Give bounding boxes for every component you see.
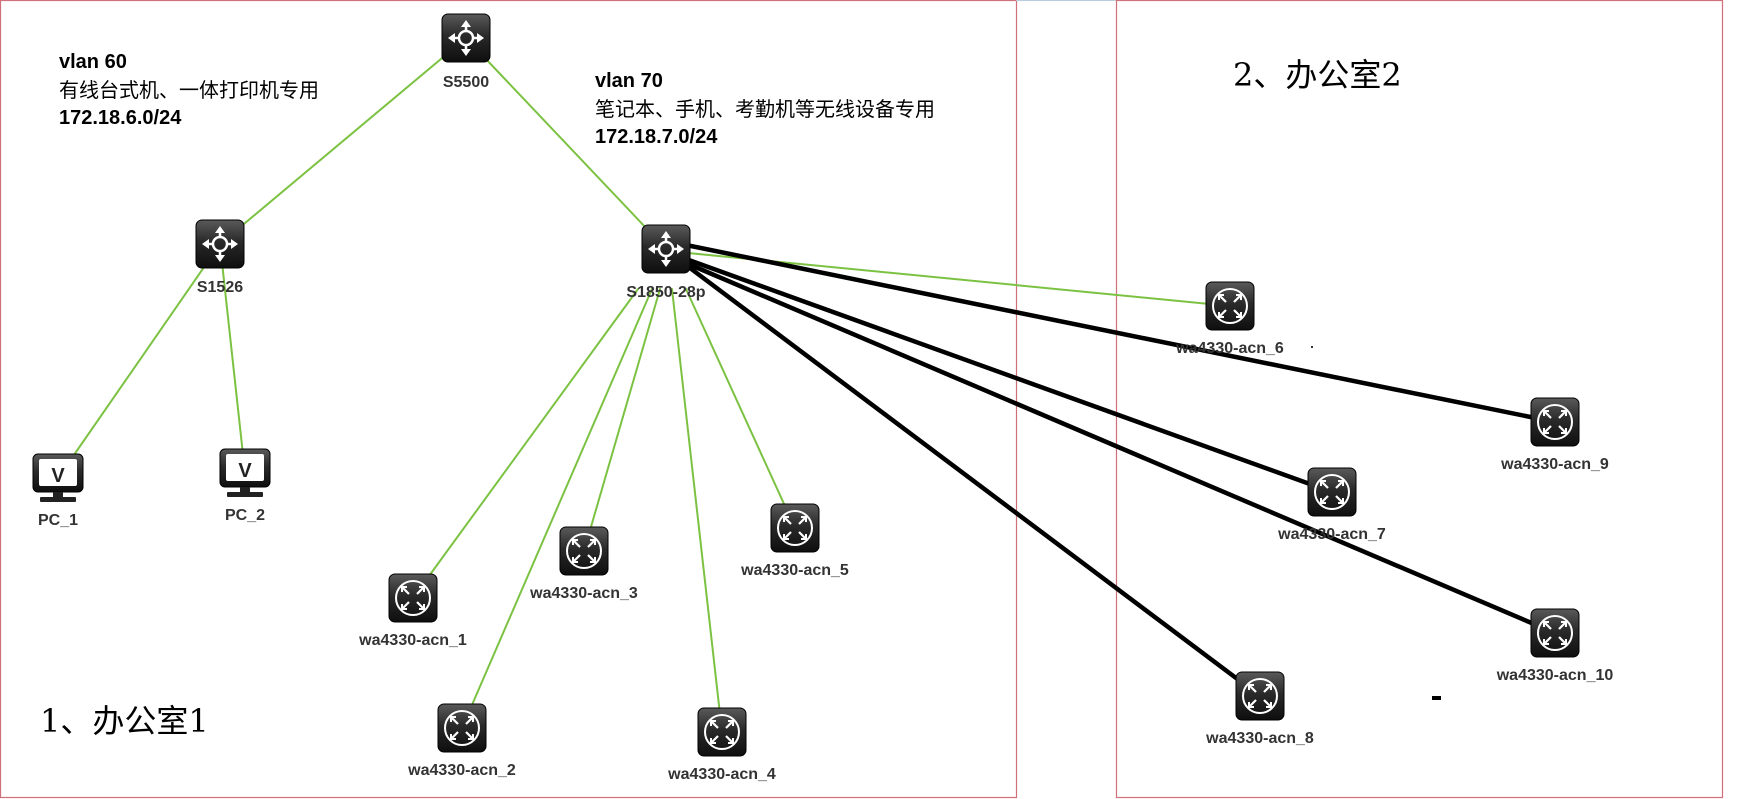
- node-ap5[interactable]: wa4330-acn_5: [740, 503, 849, 579]
- node-ap1[interactable]: wa4330-acn_1: [358, 573, 467, 649]
- link-s1850-ap5: [685, 288, 796, 529]
- access-point-icon: [388, 573, 438, 623]
- node-ap8[interactable]: wa4330-acn_8: [1205, 671, 1314, 747]
- node-s1850[interactable]: S1850-28p: [626, 224, 706, 301]
- node-ap4[interactable]: wa4330-acn_4: [667, 707, 776, 783]
- office2-title: 2、办公室2: [1233, 56, 1402, 94]
- switch-icon: [441, 13, 491, 63]
- pc-icon: V: [219, 448, 271, 497]
- access-point-icon: [1530, 608, 1580, 658]
- node-label: PC_2: [225, 507, 265, 524]
- node-s5500[interactable]: S5500: [441, 13, 491, 91]
- node-ap10[interactable]: wa4330-acn_10: [1496, 608, 1614, 684]
- node-label: wa4330-acn_10: [1496, 667, 1614, 684]
- link-s1850-ap4: [671, 288, 723, 733]
- access-point-icon: [1307, 467, 1357, 517]
- node-ap7[interactable]: wa4330-acn_7: [1277, 467, 1386, 543]
- svg-text:V: V: [238, 460, 252, 482]
- access-point-icon: [1530, 397, 1580, 447]
- link-s1850-ap8: [683, 262, 1263, 699]
- switch-icon: [641, 224, 691, 274]
- access-point-icon: [1205, 281, 1255, 331]
- vlan60-name: vlan 60: [59, 51, 127, 73]
- node-ap2[interactable]: wa4330-acn_2: [407, 703, 516, 779]
- link-s5500-s1526: [219, 37, 467, 245]
- link-s1850-ap9: [683, 242, 1558, 425]
- node-label: wa4330-acn_6: [1175, 340, 1284, 357]
- node-ap3[interactable]: wa4330-acn_3: [529, 526, 638, 602]
- node-label: wa4330-acn_8: [1205, 730, 1314, 747]
- access-point-icon: [770, 503, 820, 553]
- vlan70-name: vlan 70: [595, 70, 663, 92]
- small-dot-mark: [1311, 346, 1313, 348]
- node-label: wa4330-acn_7: [1277, 526, 1386, 543]
- node-pc1[interactable]: V PC_1: [32, 453, 84, 529]
- link-s1850-ap1: [412, 288, 639, 599]
- node-label: wa4330-acn_4: [667, 766, 776, 783]
- node-label: S1526: [197, 279, 243, 296]
- link-s1850-ap2: [461, 288, 653, 729]
- vlan70-subnet: 172.18.7.0/24: [595, 126, 718, 148]
- node-s1526[interactable]: S1526: [195, 219, 245, 296]
- link-s1850-ap10: [683, 260, 1558, 636]
- access-point-icon: [437, 703, 487, 753]
- node-label: wa4330-acn_2: [407, 762, 516, 779]
- link-s1526-pc2: [219, 243, 246, 474]
- node-label: S1850-28p: [626, 284, 705, 301]
- link-s1526-pc1: [57, 243, 221, 479]
- link-s1850-ap3: [583, 288, 661, 552]
- node-label: wa4330-acn_3: [529, 585, 638, 602]
- node-ap9[interactable]: wa4330-acn_9: [1500, 397, 1609, 473]
- node-pc2[interactable]: V PC_2: [219, 448, 271, 524]
- office2-region: [1115, 0, 1724, 799]
- access-point-icon: [1235, 671, 1285, 721]
- vlan70-note: vlan 70 笔记本、手机、考勤机等无线设备专用 172.18.7.0/24: [595, 67, 935, 151]
- switch-icon: [195, 219, 245, 269]
- office1-region: [0, 0, 1018, 799]
- svg-text:V: V: [51, 465, 65, 487]
- vlan60-note: vlan 60 有线台式机、一体打印机专用 172.18.6.0/24: [59, 48, 319, 132]
- vlan70-desc: 笔记本、手机、考勤机等无线设备专用: [595, 97, 935, 121]
- node-label: wa4330-acn_5: [740, 562, 849, 579]
- link-s1850-ap7: [683, 256, 1335, 495]
- vlan60-desc: 有线台式机、一体打印机专用: [59, 78, 319, 102]
- vlan60-subnet: 172.18.6.0/24: [59, 107, 182, 129]
- node-label: PC_1: [38, 512, 78, 529]
- node-label: wa4330-acn_1: [358, 632, 467, 649]
- node-label: S5500: [443, 74, 489, 91]
- link-s5500-s1850: [465, 37, 667, 250]
- access-point-icon: [697, 707, 747, 757]
- office1-title: 1、办公室1: [40, 702, 209, 740]
- pc-icon: V: [32, 453, 84, 502]
- node-ap6[interactable]: wa4330-acn_6: [1175, 281, 1284, 357]
- small-dash-mark: [1432, 696, 1441, 700]
- node-label: wa4330-acn_9: [1500, 456, 1609, 473]
- access-point-icon: [559, 526, 609, 576]
